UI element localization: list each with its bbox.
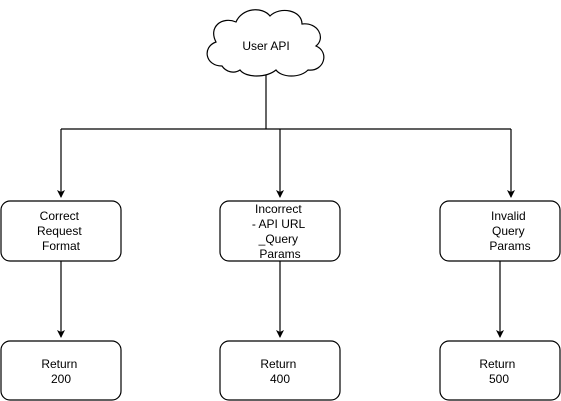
node-return-200[interactable]: Return 200 <box>0 340 122 401</box>
node-box <box>219 200 341 262</box>
node-box <box>0 200 122 262</box>
node-line: Return <box>260 357 296 371</box>
node-line: User API <box>242 39 289 53</box>
node-invalid-query-params[interactable]: Invalid Query Params <box>439 200 561 262</box>
node-text-user-api: User API <box>242 39 289 53</box>
node-text-return-500: Return 500 <box>479 357 518 386</box>
node-line: - API URL <box>252 217 306 231</box>
node-line: Return <box>41 357 77 371</box>
node-line: 400 <box>270 372 290 386</box>
node-box <box>0 340 122 401</box>
node-line: Params <box>259 247 300 261</box>
node-incorrect-api-url-query-params[interactable]: Incorrect - API URL _Query Params <box>219 200 341 262</box>
node-line: Format <box>42 239 81 253</box>
node-box <box>439 340 561 401</box>
node-line: 500 <box>489 372 509 386</box>
edges <box>57 75 515 338</box>
node-line: 200 <box>51 372 71 386</box>
node-line: Return <box>479 357 515 371</box>
node-text-return-400: Return 400 <box>260 357 299 386</box>
node-box <box>439 200 561 262</box>
node-text-correct: Correct Request Format <box>37 209 85 253</box>
node-line: Params <box>489 239 530 253</box>
node-text-invalid: Invalid Query Params <box>489 209 530 253</box>
node-text-return-200: Return 200 <box>41 357 80 386</box>
node-line: Correct <box>40 209 80 223</box>
node-line: Query <box>492 224 525 238</box>
node-line: Request <box>37 224 82 238</box>
node-correct-request-format[interactable]: Correct Request Format <box>0 200 122 262</box>
node-return-400[interactable]: Return 400 <box>219 340 341 401</box>
node-return-500[interactable]: Return 500 <box>439 340 561 401</box>
node-line: Incorrect <box>255 202 302 216</box>
node-user-api[interactable]: User API <box>206 9 325 77</box>
node-line: _Query <box>258 232 298 246</box>
node-line: Invalid <box>491 209 526 223</box>
cloud-shape <box>206 9 325 77</box>
node-box <box>219 340 341 401</box>
node-text-incorrect: Incorrect - API URL _Query Params <box>252 202 308 261</box>
